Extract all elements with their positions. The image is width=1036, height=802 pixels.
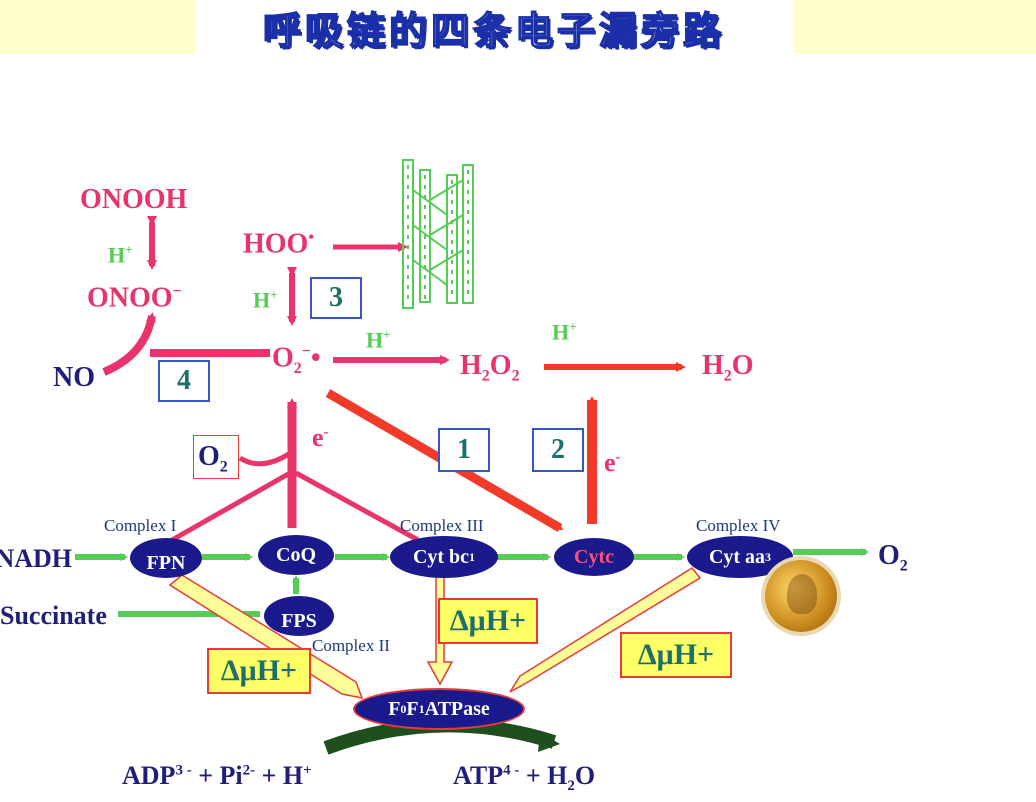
- coq-node: CoQ: [258, 535, 334, 575]
- hoo-label: HOO•: [243, 228, 314, 260]
- proton-label-4: H+: [552, 319, 577, 345]
- flux-arrow-complex-iv: [509, 567, 702, 693]
- complex-iv-label: Complex IV: [696, 516, 781, 535]
- title-bar: 呼吸链的四条电子漏旁路: [195, 0, 793, 54]
- proton-label-3: H+: [366, 327, 391, 353]
- leak-path-1: 1: [438, 428, 490, 472]
- arrow-o2-in: [238, 449, 294, 467]
- no-label: NO: [53, 362, 95, 393]
- onooh-label: ONOOH: [80, 184, 188, 215]
- electron-label-2: e-: [604, 448, 621, 477]
- nobel-medal-image: [765, 560, 837, 632]
- fps-node: FPS: [264, 596, 334, 636]
- line-fpn-leak: [170, 470, 292, 543]
- rotation-arrowhead: [538, 732, 560, 752]
- proton-motive-box-1: ΔμH+: [207, 648, 311, 694]
- leak-path-4: 4: [158, 360, 210, 402]
- reaction-reactants: ADP3 - + Pi2- + H+: [122, 761, 312, 790]
- complex-i-label: Complex I: [104, 516, 177, 535]
- proton-motive-box-2: ΔμH+: [438, 598, 538, 644]
- o2-input-label: O2: [198, 441, 228, 476]
- complex-iii-label: Complex III: [400, 516, 484, 535]
- proton-motive-box-3: ΔμH+: [620, 632, 732, 678]
- complex-ii-label: Complex II: [312, 636, 390, 655]
- membrane-icon: [402, 159, 474, 309]
- electron-label-1: e-: [312, 423, 329, 452]
- cytc-node: Cytc: [554, 538, 634, 576]
- medal-portrait: [787, 574, 817, 614]
- h2o-label: H2O: [702, 350, 754, 385]
- superoxide-label: O2−•: [272, 342, 321, 377]
- leak-path-3: 3: [310, 277, 362, 319]
- nadh-label: NADH: [0, 546, 72, 572]
- succinate-label: Succinate: [0, 603, 107, 629]
- fpn-node: FPN: [130, 538, 202, 578]
- o2-acceptor-label: O2: [878, 540, 908, 575]
- onoo-label: ONOO−: [87, 282, 182, 314]
- reaction-products: ATP4 - + H2O: [453, 761, 596, 795]
- o2-input-box: O2: [193, 435, 239, 479]
- diagram-stage: [0, 54, 1036, 802]
- arrow-no-onoo: [102, 312, 156, 376]
- page-title: 呼吸链的四条电子漏旁路: [262, 8, 725, 54]
- proton-label-2: H+: [253, 287, 278, 313]
- proton-label-1: H+: [108, 242, 133, 268]
- line-cytbc1-leak: [294, 470, 420, 543]
- flux-arrow-complex-i: [168, 574, 364, 700]
- h2o2-label: H2O2: [460, 350, 520, 385]
- leak-path-2: 2: [532, 428, 584, 472]
